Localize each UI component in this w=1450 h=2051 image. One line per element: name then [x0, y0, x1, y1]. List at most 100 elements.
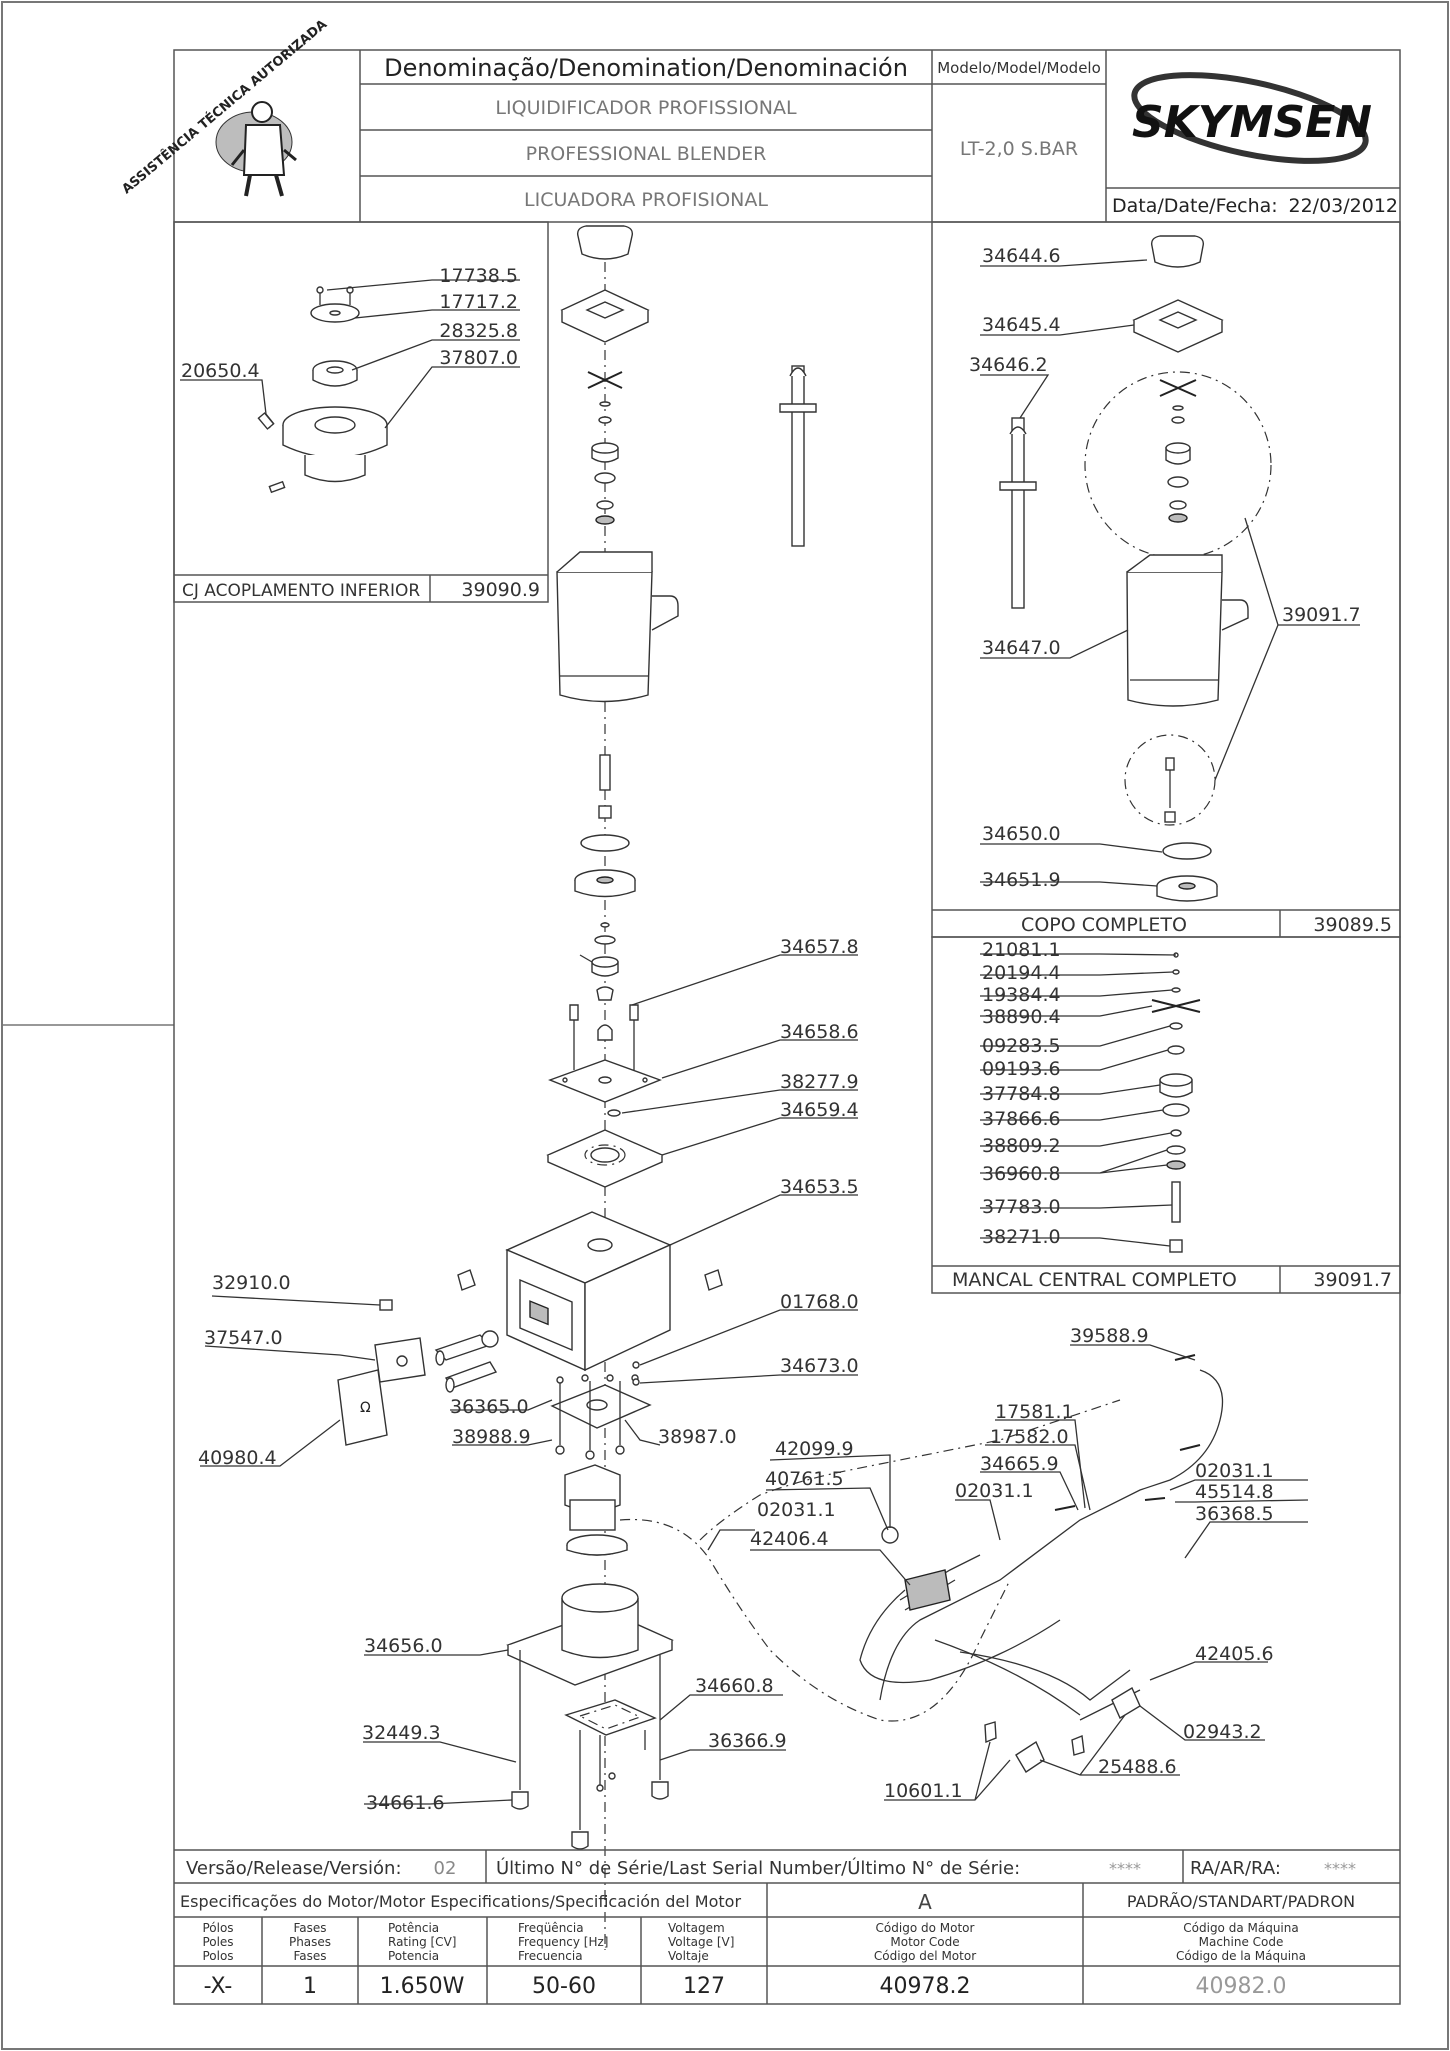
complete-cup-name: COPO COMPLETO	[1021, 914, 1187, 936]
spec-header: Poles	[202, 1935, 233, 1949]
spec-header: Voltaje	[668, 1949, 709, 1963]
part-label: 36366.9	[708, 1730, 787, 1752]
part-label: 36365.0	[450, 1396, 529, 1418]
part-label: 02031.1	[955, 1480, 1034, 1502]
part-label: 34645.4	[982, 314, 1061, 336]
part-label: 34647.0	[982, 637, 1061, 659]
spec-header: Phases	[289, 1935, 331, 1949]
main-labels: 34657.8 34658.6 38277.9 34659.4 34653.5 …	[198, 936, 1274, 1814]
spec-header: Pólos	[202, 1921, 233, 1935]
main-leaders	[200, 954, 1309, 1805]
machine-code-value: 40982.0	[1196, 1974, 1287, 1999]
spec-column: Código do Motor Motor Code Código del Mo…	[874, 1921, 976, 1999]
brand-name: SKYMSEN	[1132, 97, 1372, 148]
spec-column: Voltagem Voltage [V] Voltaje 127	[668, 1921, 734, 1999]
spec-column: Pólos Poles Polos -X-	[202, 1921, 233, 1999]
part-label: 39588.9	[1070, 1325, 1149, 1347]
part-label: 37783.0	[982, 1196, 1061, 1218]
date-label: Data/Date/Fecha:	[1112, 195, 1278, 217]
part-label: 37547.0	[204, 1327, 283, 1349]
spec-header: Potencia	[388, 1949, 439, 1963]
motor-variant: A	[918, 1890, 932, 1914]
part-label: 34656.0	[364, 1635, 443, 1657]
part-label: 25488.6	[1098, 1756, 1177, 1778]
spec-header: Rating [CV]	[388, 1935, 456, 1949]
part-label: 34651.9	[982, 869, 1061, 891]
central-bearing-code: 39091.7	[1313, 1269, 1392, 1291]
part-label: 19384.4	[982, 984, 1061, 1006]
part-label: 34657.8	[780, 936, 859, 958]
release-label: Versão/Release/Versión:	[186, 1858, 402, 1879]
motor-code-value: 40978.2	[880, 1974, 971, 1999]
spec-header: Voltage [V]	[668, 1935, 734, 1949]
model-title: Modelo/Model/Modelo	[937, 59, 1101, 77]
part-label: 37866.6	[982, 1108, 1061, 1130]
part-label: 01768.0	[780, 1291, 859, 1313]
main-exploded-view: Ω	[337, 225, 1224, 1950]
spec-header: Potência	[388, 1921, 439, 1935]
spec-header: Código de la Máquina	[1176, 1949, 1306, 1963]
part-label: 34660.8	[695, 1675, 774, 1697]
part-label: 17717.2	[439, 291, 518, 313]
central-bearing-name: MANCAL CENTRAL COMPLETO	[952, 1269, 1237, 1291]
part-label: 37784.8	[982, 1083, 1061, 1105]
part-label: 34673.0	[780, 1355, 859, 1377]
central-bearing-box: MANCAL CENTRAL COMPLETO 39091.7	[931, 936, 1401, 1294]
part-label: 34659.4	[780, 1099, 859, 1121]
technical-assistance-logo: ASSISTÊNCIA TÉCNICA AUTORIZADA	[119, 16, 330, 197]
spec-value: -X-	[204, 1974, 233, 1999]
spec-column: Fases Phases Fases 1	[289, 1921, 331, 1999]
part-label: 34650.0	[982, 823, 1061, 845]
part-label: 34653.5	[780, 1176, 859, 1198]
spec-header: Voltagem	[668, 1921, 725, 1935]
spec-header: Código do Motor	[876, 1921, 975, 1935]
part-label: 32910.0	[212, 1272, 291, 1294]
spec-column: Freqüência Frequency [Hz] Frecuencia 50-…	[518, 1921, 609, 1999]
denomination-pt: LIQUIDIFICADOR PROFISSIONAL	[495, 97, 797, 119]
spec-value: 50-60	[532, 1974, 596, 1999]
part-label: 17738.5	[439, 265, 518, 287]
part-label: 38890.4	[982, 1006, 1061, 1028]
spec-column: Potência Rating [CV] Potencia 1.650W	[380, 1921, 465, 1999]
part-label: 36960.8	[982, 1163, 1061, 1185]
spec-column: Código da Máquina Machine Code Código de…	[1176, 1921, 1306, 1999]
part-label: 28325.8	[439, 320, 518, 342]
part-label: 09283.5	[982, 1035, 1061, 1057]
part-label: 40980.4	[198, 1447, 277, 1469]
denomination-es: LICUADORA PROFISIONAL	[524, 189, 768, 211]
part-label: 42405.6	[1195, 1643, 1274, 1665]
spec-header: Código del Motor	[874, 1949, 976, 1963]
part-label: 21081.1	[982, 939, 1061, 961]
spec-value: 1	[303, 1974, 317, 1999]
part-label: 42099.9	[775, 1438, 854, 1460]
spec-header: Código da Máquina	[1183, 1921, 1298, 1935]
part-label: 39091.7	[1282, 604, 1361, 626]
part-label: 36368.5	[1195, 1503, 1274, 1525]
part-label: 40761.5	[765, 1468, 844, 1490]
part-label: 02031.1	[1195, 1460, 1274, 1482]
part-label: 38271.0	[982, 1226, 1061, 1248]
part-label: 42406.4	[750, 1528, 829, 1550]
specification-table: Versão/Release/Versión: 02 Último N° de …	[174, 1849, 1400, 2004]
logo-lettering: ASSISTÊNCIA TÉCNICA AUTORIZADA	[119, 16, 330, 197]
spec-header: Polos	[202, 1949, 233, 1963]
part-label: 17582.0	[990, 1426, 1069, 1448]
part-label: 09193.6	[982, 1058, 1061, 1080]
spec-header: Freqüência	[518, 1921, 584, 1935]
lower-coupling-code: 39090.9	[461, 579, 540, 601]
part-label: 10601.1	[884, 1780, 963, 1802]
spec-header: Frequency [Hz]	[518, 1935, 609, 1949]
standard-label: PADRÃO/STANDART/PADRON	[1127, 1892, 1355, 1911]
spec-header: Fases	[293, 1921, 326, 1935]
part-label: 02943.2	[1183, 1721, 1262, 1743]
release-value: 02	[434, 1858, 457, 1879]
lower-coupling-box: CJ ACOPLAMENTO INFERIOR 39090.9 17738.5 …	[173, 221, 549, 603]
ra-value: ****	[1324, 1859, 1356, 1878]
date-value: 22/03/2012	[1288, 195, 1398, 217]
brand-logo: SKYMSEN	[1131, 72, 1372, 164]
part-label: 02031.1	[757, 1499, 836, 1521]
denomination-title: Denominação/Denomination/Denominación	[384, 54, 908, 82]
spec-header: Fases	[293, 1949, 326, 1963]
model-value: LT-2,0 S.BAR	[960, 138, 1078, 160]
